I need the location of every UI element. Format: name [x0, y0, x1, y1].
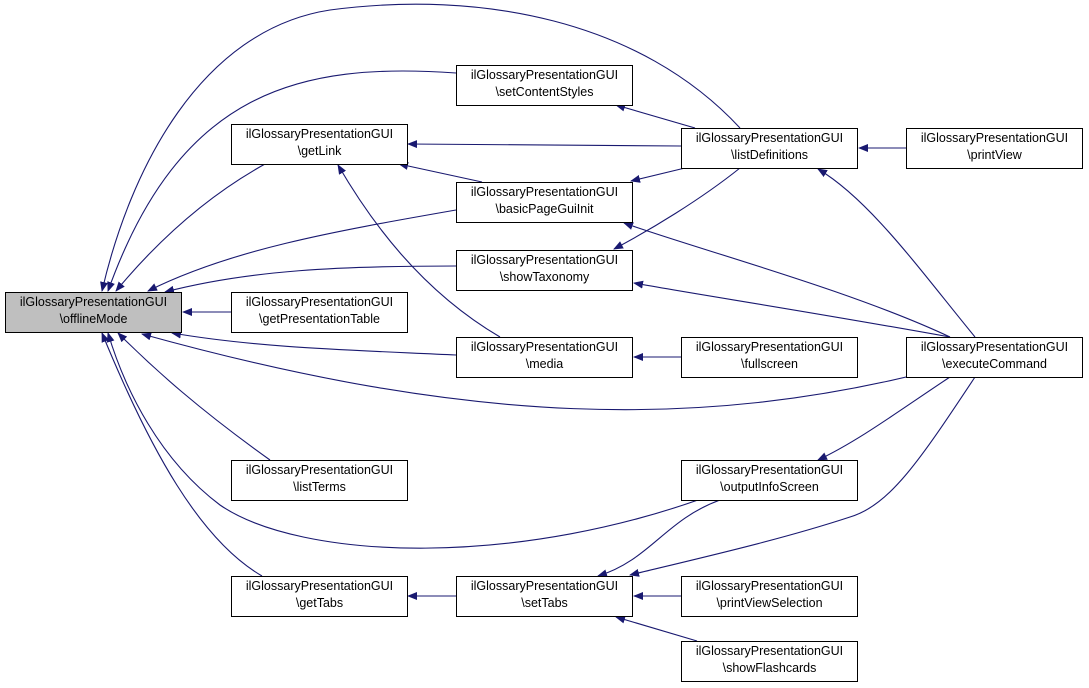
- node-class: ilGlossaryPresentationGUI: [245, 579, 394, 593]
- edge-getLink-offlineMode: [115, 163, 266, 292]
- node-showTaxonomy[interactable]: ilGlossaryPresentationGUI \showTaxonomy: [456, 250, 633, 291]
- node-class: ilGlossaryPresentationGUI: [695, 463, 844, 477]
- node-printViewSelection[interactable]: ilGlossaryPresentationGUI \printViewSelec…: [681, 576, 858, 617]
- edge-executeCommand-offlineMode: [141, 332, 936, 411]
- edge-showFlashcards-setTabs: [615, 615, 698, 642]
- node-media[interactable]: ilGlossaryPresentationGUI \media: [456, 337, 633, 378]
- edge-listDefinitions-showTaxonomy: [613, 167, 741, 250]
- node-class: ilGlossaryPresentationGUI: [695, 644, 844, 658]
- node-listTerms[interactable]: ilGlossaryPresentationGUI \listTerms: [231, 460, 408, 501]
- node-class: ilGlossaryPresentationGUI: [470, 185, 619, 199]
- node-class: ilGlossaryPresentationGUI: [470, 253, 619, 267]
- node-fullscreen[interactable]: ilGlossaryPresentationGUI \fullscreen: [681, 337, 858, 378]
- edge-basicPageGuiInit-offlineMode: [147, 209, 457, 292]
- node-class: ilGlossaryPresentationGUI: [245, 463, 394, 477]
- node-class: ilGlossaryPresentationGUI: [470, 68, 619, 82]
- node-function: \printView: [967, 148, 1022, 162]
- edge-executeCommand-outputInfoScreen: [817, 376, 951, 461]
- node-listDefinitions[interactable]: ilGlossaryPresentationGUI \listDefinition…: [681, 128, 858, 169]
- node-function: \getTabs: [295, 596, 344, 610]
- node-executeCommand[interactable]: ilGlossaryPresentationGUI \executeCommand: [906, 337, 1083, 378]
- node-function: \fullscreen: [741, 357, 798, 371]
- node-function: \offlineMode: [59, 312, 128, 326]
- node-class: ilGlossaryPresentationGUI: [470, 340, 619, 354]
- node-printView[interactable]: ilGlossaryPresentationGUI \printView: [906, 128, 1083, 169]
- edge-executeCommand-setTabs: [629, 376, 976, 577]
- node-function: \showFlashcards: [722, 661, 817, 675]
- edge-outputInfoScreen-setTabs: [597, 499, 721, 578]
- node-class: ilGlossaryPresentationGUI: [695, 340, 844, 354]
- edge-setContentStyles-offlineMode: [107, 70, 457, 292]
- edge-listDefinitions-offlineMode: [100, 3, 741, 292]
- node-basicPageGuiInit[interactable]: ilGlossaryPresentationGUI \basicPageGuiIn…: [456, 182, 633, 223]
- node-function: \getPresentationTable: [259, 312, 380, 326]
- node-function: \setTabs: [521, 596, 568, 610]
- node-class: ilGlossaryPresentationGUI: [920, 131, 1069, 145]
- edge-listTerms-offlineMode: [117, 332, 271, 461]
- node-function: \executeCommand: [942, 357, 1047, 371]
- node-getTabs[interactable]: ilGlossaryPresentationGUI \getTabs: [231, 576, 408, 617]
- edge-listDefinitions-getLink: [407, 140, 682, 149]
- node-function: \printViewSelection: [716, 596, 823, 610]
- node-setContentStyles[interactable]: ilGlossaryPresentationGUI \setContentStyl…: [456, 65, 633, 106]
- node-class: ilGlossaryPresentationGUI: [470, 579, 619, 593]
- node-class: ilGlossaryPresentationGUI: [920, 340, 1069, 354]
- node-showFlashcards[interactable]: ilGlossaryPresentationGUI \showFlashcards: [681, 641, 858, 682]
- edge-outputInfoScreen-offlineMode: [106, 332, 726, 549]
- node-class: ilGlossaryPresentationGUI: [245, 295, 394, 309]
- node-function: \listDefinitions: [730, 148, 809, 162]
- node-function: \listTerms: [293, 480, 346, 494]
- node-class: ilGlossaryPresentationGUI: [245, 127, 394, 141]
- node-outputInfoScreen[interactable]: ilGlossaryPresentationGUI \outputInfoScre…: [681, 460, 858, 501]
- node-class: ilGlossaryPresentationGUI: [19, 295, 168, 309]
- node-class: ilGlossaryPresentationGUI: [695, 579, 844, 593]
- node-function: \showTaxonomy: [499, 270, 590, 284]
- edge-listDefinitions-setContentStyles: [615, 103, 696, 129]
- edge-showTaxonomy-offlineMode: [164, 265, 457, 294]
- node-setTabs[interactable]: ilGlossaryPresentationGUI \setTabs: [456, 576, 633, 617]
- node-function: \setContentStyles: [495, 85, 594, 99]
- edge-listDefinitions-basicPageGuiInit: [630, 167, 686, 183]
- node-offlineMode[interactable]: ilGlossaryPresentationGUI \offlineMode: [5, 292, 182, 333]
- edge-basicPageGuiInit-getLink: [398, 161, 483, 183]
- node-function: \basicPageGuiInit: [495, 202, 594, 216]
- node-class: ilGlossaryPresentationGUI: [695, 131, 844, 145]
- node-getLink[interactable]: ilGlossaryPresentationGUI \getLink: [231, 124, 408, 165]
- edge-getTabs-offlineMode: [101, 332, 263, 577]
- edge-executeCommand-basicPageGuiInit: [623, 222, 951, 338]
- node-function: \outputInfoScreen: [720, 480, 819, 494]
- node-function: \media: [525, 357, 564, 371]
- edge-executeCommand-showTaxonomy: [633, 280, 951, 338]
- edge-executeCommand-listDefinitions: [817, 168, 976, 338]
- edge-media-offlineMode: [171, 330, 457, 356]
- node-getPresentationTable[interactable]: ilGlossaryPresentationGUI \getPresentatio…: [231, 292, 408, 333]
- node-function: \getLink: [297, 144, 342, 158]
- edge-media-getLink: [337, 164, 501, 338]
